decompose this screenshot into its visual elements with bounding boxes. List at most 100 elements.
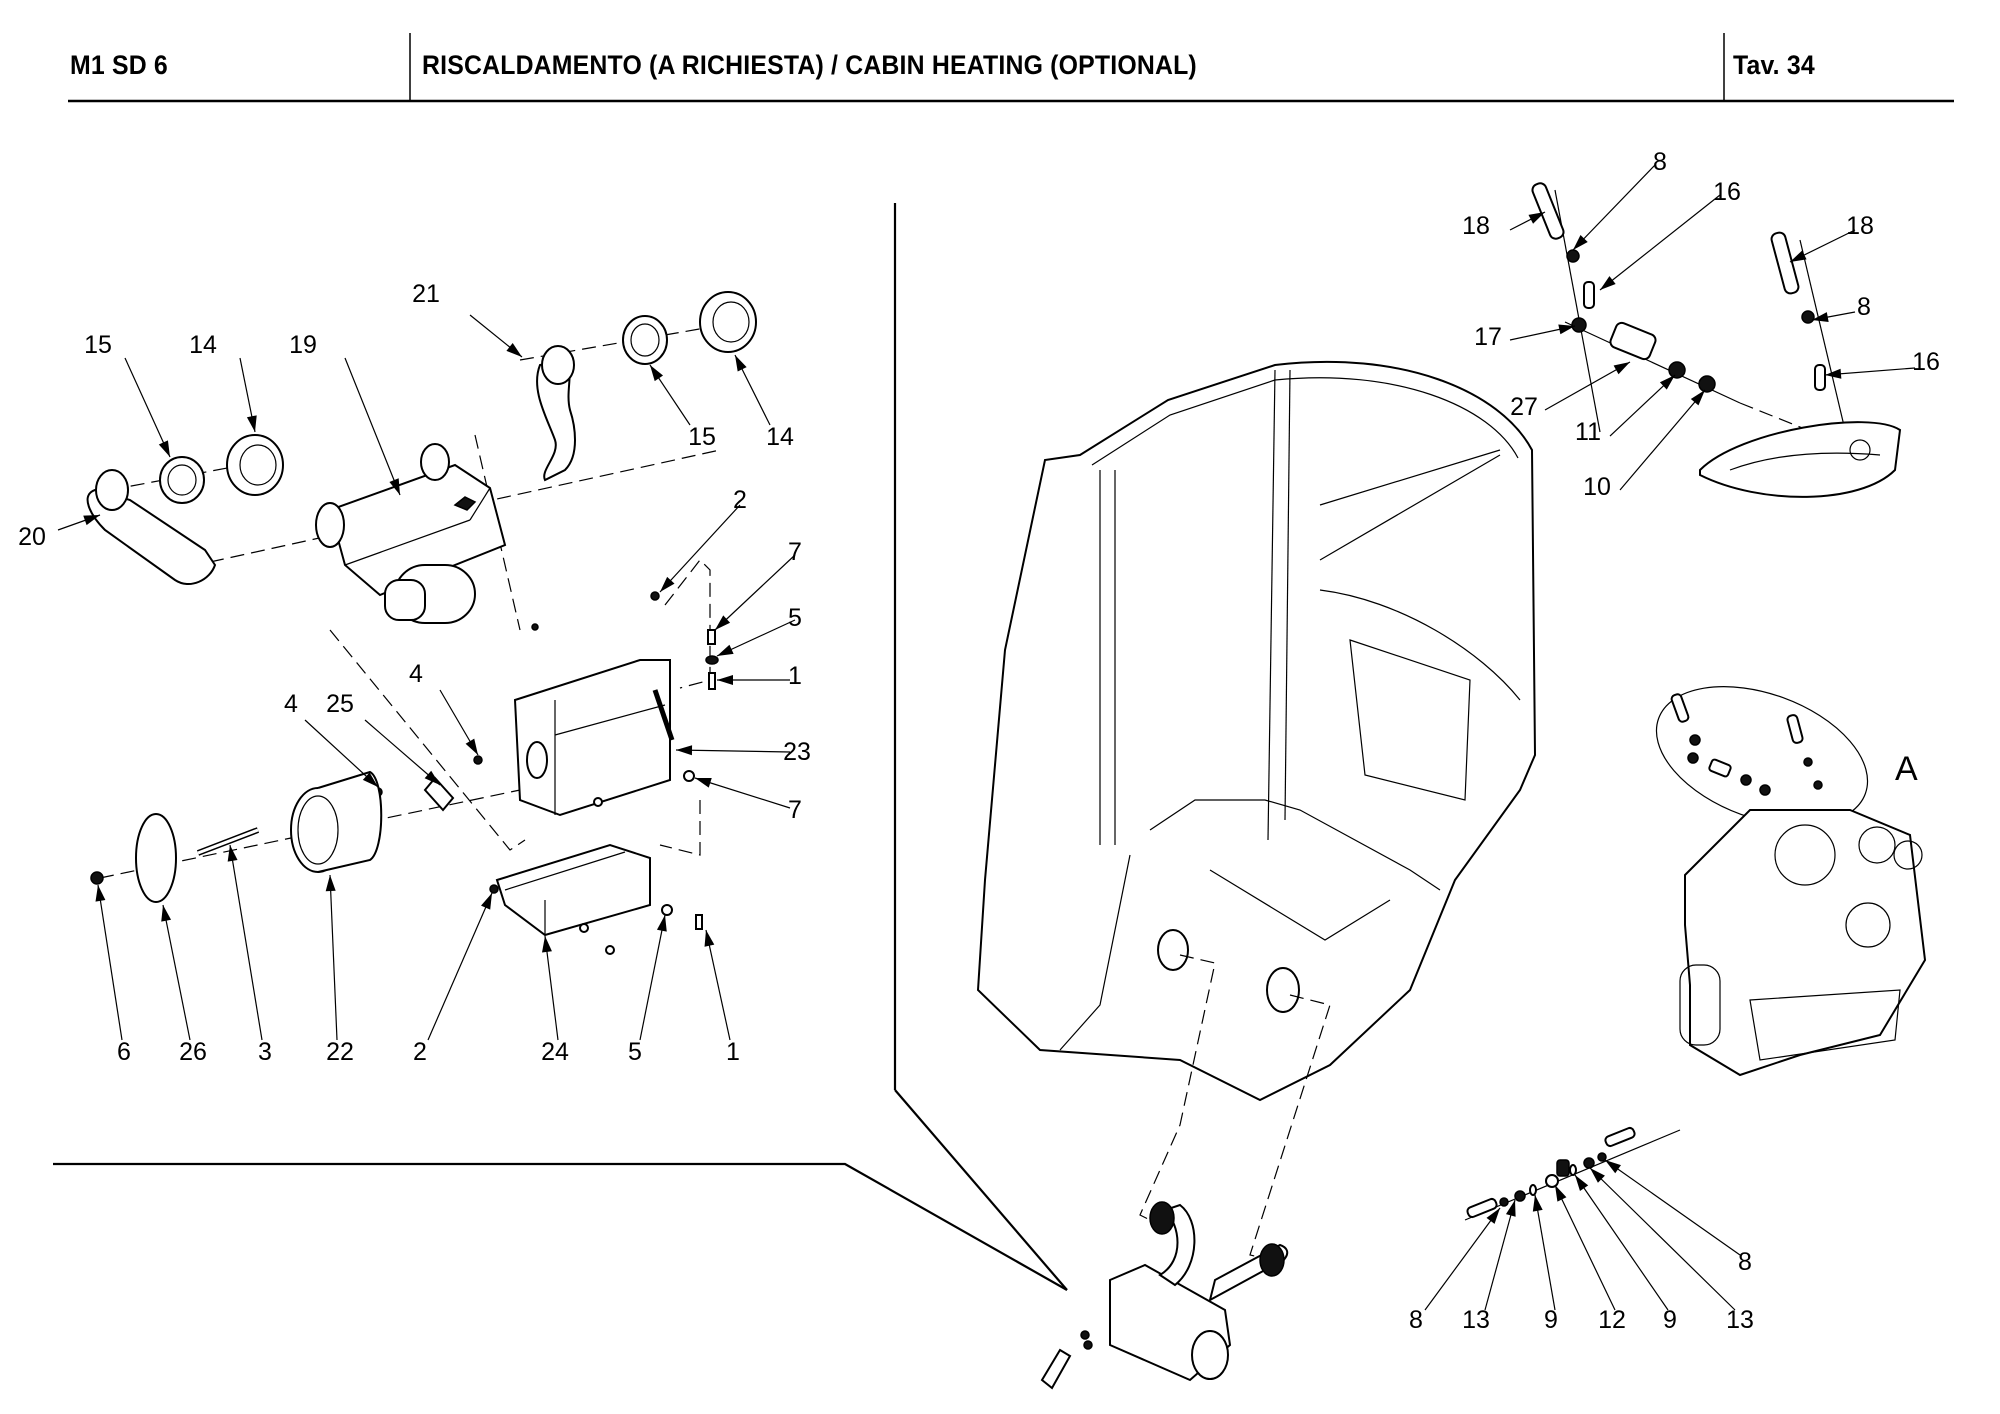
pipe-end bbox=[1466, 1197, 1498, 1219]
callout-number: 25 bbox=[326, 690, 354, 718]
ring-15 bbox=[622, 315, 668, 365]
collar-14 bbox=[699, 291, 757, 353]
hose-21-end bbox=[541, 345, 575, 385]
callout-number: 2 bbox=[413, 1038, 427, 1066]
callout-number: 26 bbox=[179, 1038, 207, 1066]
callout-number: 3 bbox=[258, 1038, 272, 1066]
leader-arrowhead bbox=[1825, 368, 1842, 379]
drawing-title: RISCALDAMENTO (A RICHIESTA) / CABIN HEAT… bbox=[422, 50, 1197, 80]
leader-arrowhead bbox=[1505, 1200, 1516, 1217]
fitting-10 bbox=[1698, 375, 1716, 393]
edge bbox=[344, 519, 471, 566]
fitting-17 bbox=[1571, 317, 1587, 333]
fastener-7 bbox=[683, 770, 695, 782]
leader-line bbox=[364, 719, 441, 786]
housing-23 bbox=[513, 659, 671, 817]
leader-line bbox=[694, 777, 791, 809]
cab-vent-hole bbox=[1157, 929, 1189, 971]
cab-frame bbox=[976, 360, 1537, 1263]
leader-arrowhead bbox=[1590, 1168, 1605, 1183]
callout-number: 14 bbox=[766, 423, 794, 451]
cab-roof-inner bbox=[1091, 377, 1519, 466]
fastener-2 bbox=[650, 591, 660, 601]
leader-arrowhead bbox=[362, 772, 378, 787]
engine-cover bbox=[1774, 824, 1836, 886]
drawing-code: M1 SD 6 bbox=[70, 50, 168, 80]
leader-arrowhead bbox=[542, 936, 552, 953]
leader-arrowhead bbox=[1790, 250, 1807, 262]
blower-hub bbox=[384, 579, 426, 621]
oil-pan bbox=[1749, 989, 1901, 1061]
valve-12-head bbox=[1556, 1159, 1570, 1177]
leader-arrowhead bbox=[506, 343, 522, 357]
leader-line bbox=[1574, 1174, 1669, 1311]
leader-line bbox=[1619, 389, 1706, 491]
nut-8 bbox=[1566, 249, 1580, 263]
leader-line bbox=[344, 357, 401, 496]
leader-arrowhead bbox=[465, 738, 478, 755]
collar-14-inner bbox=[712, 301, 750, 343]
pipe-18 bbox=[1770, 231, 1800, 295]
callout-number: 8 bbox=[1409, 1306, 1423, 1334]
leader-line bbox=[97, 884, 123, 1041]
heater-label-plate bbox=[453, 496, 477, 511]
callout-number: 13 bbox=[1726, 1306, 1754, 1334]
hose-20-end bbox=[95, 469, 129, 511]
view-dividers bbox=[53, 203, 1068, 1291]
leader-arrowhead bbox=[1532, 1195, 1543, 1212]
heater-inlet bbox=[315, 502, 345, 548]
leader-line bbox=[1604, 1159, 1741, 1256]
valve-pipe bbox=[1040, 1348, 1072, 1390]
engine-detail-a: A bbox=[1655, 686, 1927, 1077]
edge bbox=[469, 487, 491, 521]
leader-arrowhead bbox=[695, 778, 712, 788]
leader-line bbox=[659, 504, 741, 593]
axis-line bbox=[329, 629, 526, 851]
callout-number: 20 bbox=[18, 523, 46, 551]
washer-5 bbox=[705, 655, 719, 665]
collar-14 bbox=[226, 434, 284, 496]
fastener bbox=[579, 923, 589, 933]
sheet-number: Tav. 34 bbox=[1733, 50, 1815, 80]
cab-rear-window bbox=[1349, 639, 1471, 801]
axis-line bbox=[659, 800, 701, 856]
leader-arrowhead bbox=[717, 675, 733, 685]
leader-arrowhead bbox=[660, 576, 675, 592]
callout-number: 11 bbox=[1575, 418, 1601, 446]
axis-line bbox=[474, 434, 521, 631]
leader-line bbox=[229, 844, 263, 1041]
leader-line bbox=[1599, 194, 1721, 291]
mini-fitting bbox=[1708, 758, 1732, 778]
callout-number: 22 bbox=[326, 1038, 354, 1066]
fastener-2 bbox=[489, 884, 499, 894]
leader-arrowhead bbox=[1659, 375, 1675, 390]
washer-9 bbox=[1529, 1184, 1537, 1196]
ring-15-inner bbox=[167, 464, 197, 496]
leader-line bbox=[427, 892, 493, 1041]
disc-26 bbox=[135, 813, 177, 903]
leader-arrowhead bbox=[717, 644, 734, 656]
leader-arrowhead bbox=[95, 885, 106, 902]
engine-head-cutaway bbox=[1699, 421, 1902, 498]
mini-fitting bbox=[1759, 784, 1771, 796]
duct-leader bbox=[1139, 954, 1216, 1231]
callout-number: 18 bbox=[1846, 212, 1874, 240]
leader-arrowhead bbox=[1600, 276, 1616, 290]
callout-number: 5 bbox=[788, 604, 802, 632]
leader-arrowhead bbox=[158, 440, 170, 457]
callout-number: 27 bbox=[1510, 393, 1538, 421]
housing-pipe bbox=[652, 689, 675, 741]
leader-arrowhead bbox=[715, 615, 731, 630]
nut-8 bbox=[1597, 1152, 1607, 1162]
engine-block bbox=[1684, 809, 1927, 1077]
cab-arch bbox=[1319, 589, 1521, 701]
callout-number: 1 bbox=[788, 662, 802, 690]
engine-pulley bbox=[1845, 902, 1891, 948]
callout-number: 8 bbox=[1653, 148, 1667, 176]
axis-line bbox=[664, 559, 711, 689]
callout-number: 9 bbox=[1544, 1306, 1558, 1334]
cab-pillar bbox=[1284, 369, 1291, 821]
callout-number: 7 bbox=[788, 796, 802, 824]
leader-arrowhead bbox=[656, 915, 667, 932]
valve-line bbox=[1464, 1126, 1681, 1221]
